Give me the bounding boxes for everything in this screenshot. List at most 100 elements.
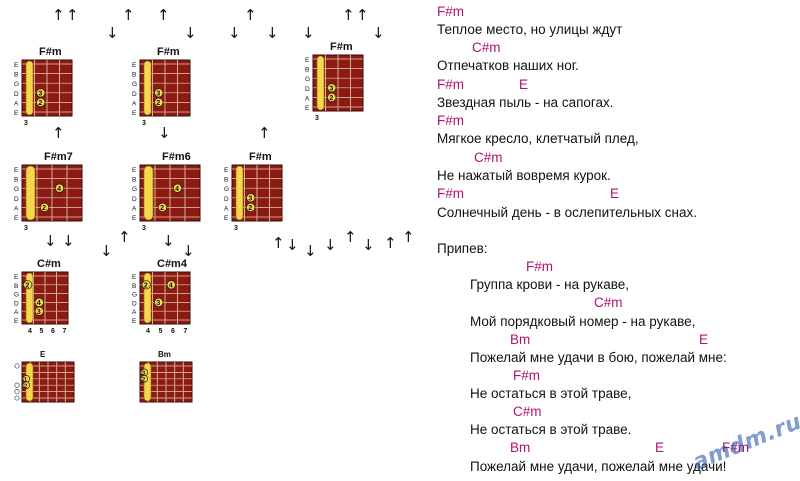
finger-number: 4 xyxy=(169,282,173,289)
string-label: E xyxy=(132,318,137,325)
strum-up-arrow: ↑ xyxy=(384,234,397,252)
string-label: B xyxy=(305,67,309,74)
chorus-line-5: Не остаться в этой траве. xyxy=(470,422,632,437)
chord-name: E xyxy=(40,350,46,359)
fret-number: 3 xyxy=(142,120,146,127)
string-label: E xyxy=(305,105,310,112)
strum-down-arrow: ↓ xyxy=(362,236,375,254)
strum-arrow-glyph: ↓ xyxy=(372,24,385,42)
chorus-line-3: Пожелай мне удачи в бою, пожелай мне: xyxy=(470,350,727,365)
strum-arrow-glyph: ↑ xyxy=(122,6,135,24)
string-label: E xyxy=(14,110,19,117)
finger-dot xyxy=(327,83,337,93)
string-label: D xyxy=(14,91,19,98)
finger-dot xyxy=(172,183,183,193)
fret-number: 3 xyxy=(315,115,319,122)
string-label: E xyxy=(224,167,229,174)
strum-arrow-glyph: ↑ xyxy=(258,124,271,142)
strum-down-arrow: ↓ xyxy=(286,236,299,254)
verse-chord-5: C#m xyxy=(474,150,503,165)
string-label: G xyxy=(132,292,137,299)
strum-down-arrow: ↓ xyxy=(106,24,119,42)
string-label: E xyxy=(14,274,19,281)
verse-line-3: Звездная пыль - на сапогах. xyxy=(437,95,614,110)
string-label: E xyxy=(14,318,19,325)
strum-up-arrow: ↑ xyxy=(52,124,65,142)
chorus-chord-6a: Bm xyxy=(510,440,531,455)
strum-arrow-glyph: ↑ xyxy=(52,6,65,24)
chorus-chord-1: F#m xyxy=(526,259,553,274)
string-label: A xyxy=(14,205,19,212)
strum-arrow-glyph: ↑ xyxy=(342,6,355,24)
strum-arrow-glyph: ↓ xyxy=(106,24,119,42)
string-label: E xyxy=(14,167,19,174)
string-label: A xyxy=(132,100,137,107)
fret-number: 3 xyxy=(24,120,28,127)
string-label: B xyxy=(14,177,18,184)
string-label: B xyxy=(132,283,136,290)
strum-arrow-glyph: ↓ xyxy=(44,232,57,250)
strum-arrow-glyph: ↑ xyxy=(402,228,415,246)
chorus-chord-4: F#m xyxy=(513,368,540,383)
string-label: A xyxy=(14,309,19,316)
finger-number: 1 xyxy=(24,377,28,383)
chorus-label: Припев: xyxy=(437,241,488,256)
strum-arrow-glyph: ↑ xyxy=(52,124,65,142)
string-label: E xyxy=(132,62,137,69)
strum-down-arrow: ↓ xyxy=(62,232,75,250)
finger-dot xyxy=(54,183,65,193)
strum-up-arrow: ↑ xyxy=(342,6,355,24)
strum-up-arrow: ↑ xyxy=(52,6,65,24)
finger-number: 3 xyxy=(248,195,252,202)
strum-arrow-glyph: ↓ xyxy=(158,124,171,142)
finger-number: 3 xyxy=(37,309,41,316)
strum-arrow-glyph: ↓ xyxy=(184,24,197,42)
finger-dot xyxy=(23,280,33,290)
strum-arrow-glyph: ↓ xyxy=(266,24,279,42)
strum-arrow-glyph: ↑ xyxy=(344,228,357,246)
string-label: E xyxy=(14,215,19,222)
strum-down-arrow: ↓ xyxy=(44,232,57,250)
strum-arrow-glyph: ↓ xyxy=(286,236,299,254)
string-label: B xyxy=(132,177,136,184)
chord-name: F#m xyxy=(157,46,180,58)
barre-marker xyxy=(25,165,36,221)
fret-number: 3 xyxy=(234,225,238,232)
chorus-chord-6b: E xyxy=(655,440,665,455)
strum-arrow-glyph: ↑ xyxy=(272,234,285,252)
string-label: A xyxy=(14,100,19,107)
finger-dot xyxy=(246,202,256,212)
strum-up-arrow: ↑ xyxy=(272,234,285,252)
strum-arrow-glyph: ↑ xyxy=(244,6,257,24)
strum-up-arrow: ↑ xyxy=(122,6,135,24)
chord-name: C#m4 xyxy=(157,258,188,270)
string-label: E xyxy=(305,57,310,64)
string-label: D xyxy=(132,300,137,307)
finger-number: 4 xyxy=(175,186,179,193)
finger-number: 2 xyxy=(42,205,46,212)
fret-number: 5 xyxy=(40,328,44,335)
strum-up-arrow: ↑ xyxy=(157,6,170,24)
finger-dot xyxy=(166,280,176,290)
verse-line-6: Солнечный день - в ослепительных снах. xyxy=(437,205,698,220)
finger-dot xyxy=(39,202,50,212)
finger-number: 3 xyxy=(156,90,160,97)
verse-chord-1: F#m xyxy=(437,4,464,19)
finger-dot xyxy=(246,193,256,203)
strum-arrow-glyph: ↑ xyxy=(384,234,397,252)
strum-arrow-glyph: ↓ xyxy=(182,242,195,260)
chord-name: F#m7 xyxy=(44,151,73,163)
strum-down-arrow: ↓ xyxy=(372,24,385,42)
finger-dot xyxy=(22,381,31,389)
finger-dot xyxy=(327,92,337,102)
strum-down-arrow: ↓ xyxy=(266,24,279,42)
verse-chord-6a: F#m xyxy=(437,186,464,201)
barre-marker xyxy=(316,55,325,111)
string-label: B xyxy=(14,72,18,79)
strum-arrow-glyph: ↓ xyxy=(62,232,75,250)
